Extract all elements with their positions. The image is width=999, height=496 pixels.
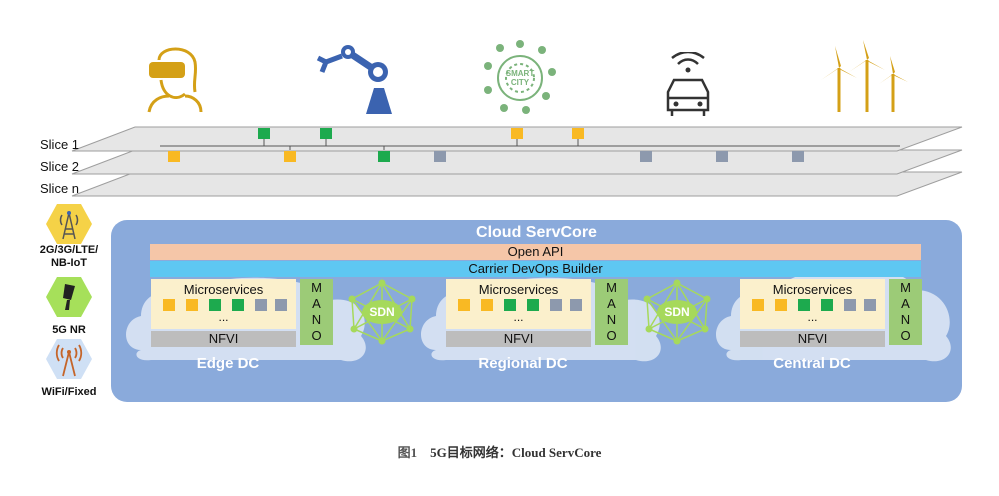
service-node [550, 299, 562, 311]
slice-plane-2 [71, 149, 963, 175]
central-dc-microservices: Microservices ... [740, 279, 885, 329]
edge-dc-nfvi: NFVI [151, 331, 296, 347]
slice-node [168, 151, 180, 162]
service-node [844, 299, 856, 311]
vr-headset-person-icon [147, 47, 203, 113]
figure-caption-text: 5G目标网络：Cloud ServCore [430, 445, 602, 460]
carrier-devops-builder-bar: Carrier DevOps Builder [150, 261, 921, 277]
slice-label-n: Slice n [40, 181, 80, 196]
edge-dc-label: Edge DC [196, 355, 260, 372]
figure-caption: 图1 5G目标网络：Cloud ServCore [0, 442, 999, 461]
sdn-node-2: SDN [639, 279, 715, 345]
service-node [570, 299, 582, 311]
service-node [458, 299, 470, 311]
slice-label-2: Slice 2 [40, 159, 80, 174]
slice-plane-n [71, 171, 963, 197]
slice-planes [71, 126, 963, 197]
ellipsis: ... [218, 310, 229, 324]
ellipsis: ... [513, 310, 524, 324]
slice-node [258, 128, 270, 139]
figure-number: 图1 [397, 445, 418, 460]
service-node [504, 299, 516, 311]
cloud-servcore-title: Cloud ServCore [476, 224, 597, 241]
5g-antenna-icon [46, 277, 92, 317]
regional-dc-label: Regional DC [478, 355, 568, 372]
slice-node [434, 151, 446, 162]
central-dc-mano: M A N O [889, 279, 922, 345]
microservices-label: Microservices [772, 282, 853, 297]
service-node [232, 299, 244, 311]
service-node [527, 299, 539, 311]
central-dc-label: Central DC [773, 355, 851, 372]
robot-arm-icon [316, 45, 392, 114]
ellipsis: ... [807, 310, 818, 324]
wind-turbine-icon [821, 40, 908, 112]
wifi-tower-icon [46, 339, 92, 379]
central-dc-nfvi: NFVI [740, 331, 885, 347]
service-node [864, 299, 876, 311]
edge-dc-microservices: Microservices ... [151, 279, 296, 329]
service-node [775, 299, 787, 311]
slice-node [511, 128, 523, 139]
access-label-5g: 5G NR [52, 324, 86, 336]
slice-node [378, 151, 390, 162]
cell-tower-icon [46, 204, 92, 244]
sdn-label: SDN [369, 305, 395, 319]
open-api-bar: Open API [150, 244, 921, 260]
edge-dc-mano: M A N O [300, 279, 333, 345]
service-node [481, 299, 493, 311]
access-label-2g: 2G/3G/LTE/ NB-IoT [39, 244, 99, 269]
microservices-label: Microservices [478, 282, 559, 297]
access-label-wifi: WiFi/Fixed [41, 386, 97, 398]
smart-city-text: SMART CITY [505, 69, 535, 87]
slice-node [572, 128, 584, 139]
service-node [255, 299, 267, 311]
slice-node [716, 151, 728, 162]
service-node [186, 299, 198, 311]
sdn-label: SDN [664, 305, 690, 319]
slice-label-1: Slice 1 [40, 137, 80, 152]
slice-node [320, 128, 332, 139]
service-node [752, 299, 764, 311]
service-node [821, 299, 833, 311]
service-node [163, 299, 175, 311]
smart-city-icon: SMART CITY [480, 38, 560, 118]
connected-car-icon [666, 52, 710, 116]
service-node [798, 299, 810, 311]
slice-node [640, 151, 652, 162]
regional-dc-nfvi: NFVI [446, 331, 591, 347]
regional-dc-microservices: Microservices ... [446, 279, 591, 329]
service-node [275, 299, 287, 311]
slice-node [792, 151, 804, 162]
service-node [209, 299, 221, 311]
slice-node [284, 151, 296, 162]
sdn-node-1: SDN [344, 279, 420, 345]
regional-dc-mano: M A N O [595, 279, 628, 345]
microservices-label: Microservices [183, 282, 264, 297]
